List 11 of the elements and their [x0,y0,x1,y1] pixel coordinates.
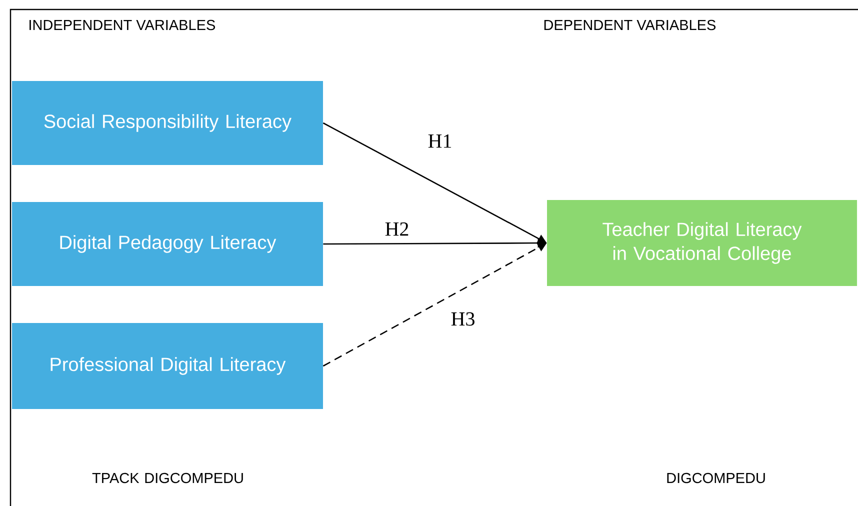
heading-text: INDEPENDENT VARIABLES [30,20,216,30]
heading-text: DEPENDENT VARIABLES [544,20,716,30]
concept-box: Professional Digital Literacy [12,323,323,409]
concept-box: Social Responsibility Literacy [12,81,323,165]
edge-label: H2 [385,222,408,236]
edge-label: H1 [428,134,452,148]
edge-label: H3 [451,312,474,326]
outcome-box: Teacher Digital Literacy in Vocational College [547,200,857,286]
concept-box: Digital Pedagogy Literacy [12,202,323,286]
heading-text: TPACK DIGCOMPEDU [92,472,243,484]
heading-text: DIGCOMPEDU [667,472,765,484]
